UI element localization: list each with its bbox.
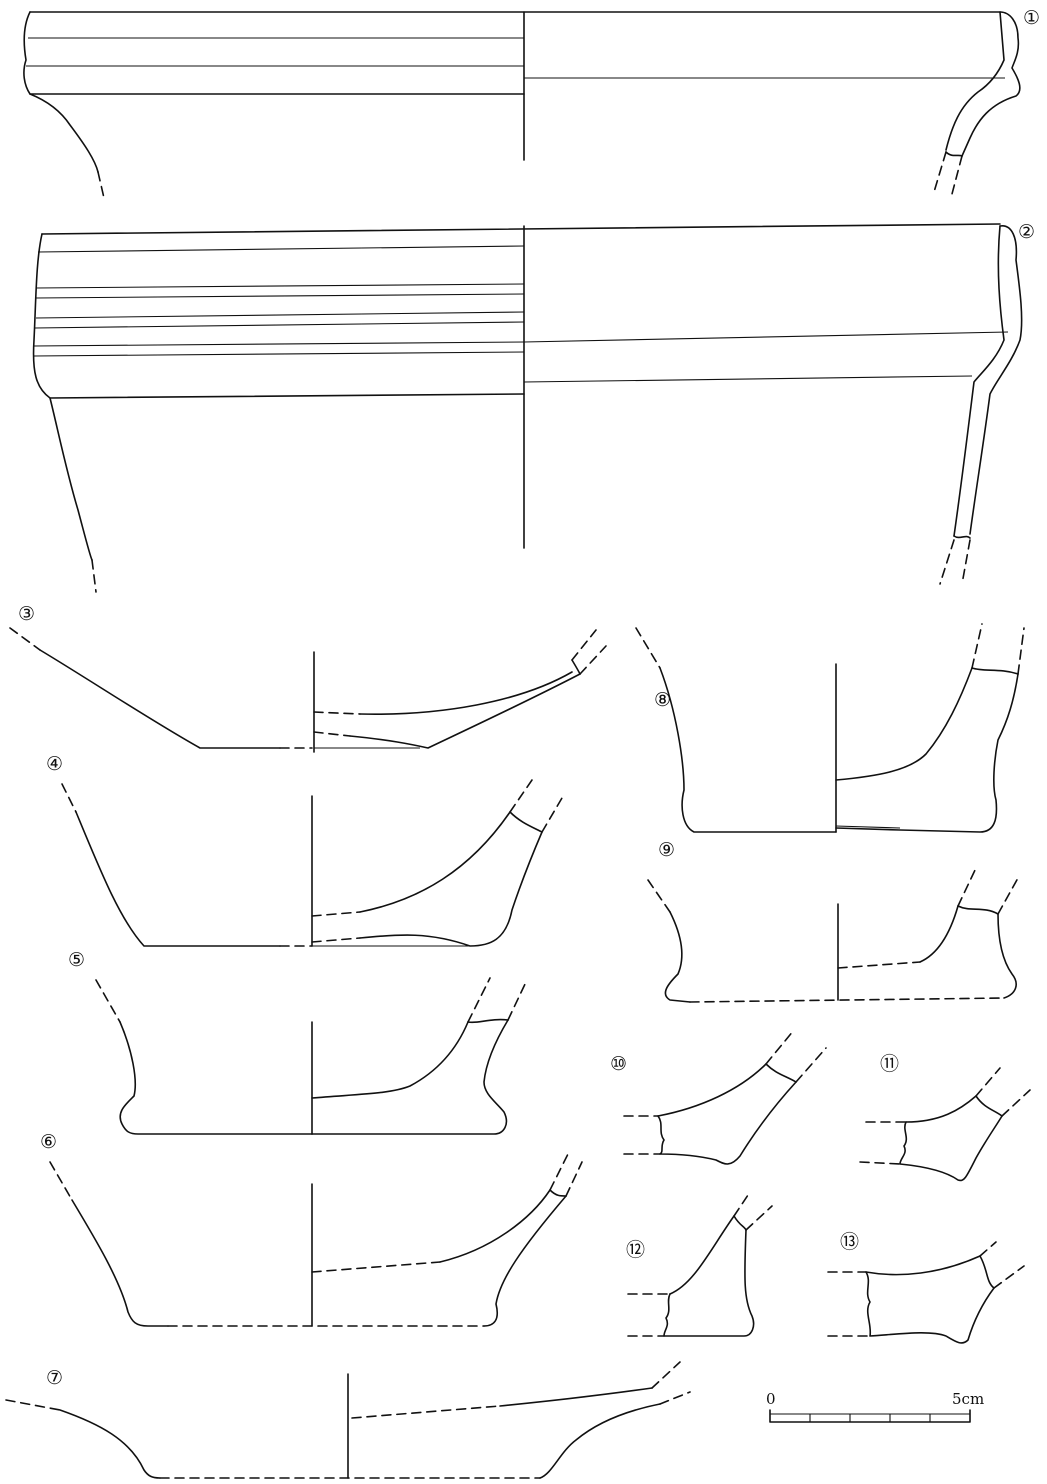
vessel-3-drawing [9, 627, 607, 753]
vessel-6-drawing [49, 1153, 583, 1327]
vessel-9-drawing [647, 867, 1019, 1003]
label-11: ⑪ [880, 1053, 899, 1075]
label-6: ⑥ [40, 1131, 57, 1153]
vessel-5-drawing [95, 977, 527, 1135]
label-12: ⑫ [626, 1239, 645, 1261]
label-10: ⑩ [610, 1053, 627, 1075]
vessel-7-drawing [5, 1361, 691, 1479]
vessel-2-drawing [32, 223, 1023, 593]
scale-end-label: 5cm [952, 1390, 984, 1408]
figure-labels: ① ② ③ ④ ⑤ ⑥ ⑦ ⑧ ⑨ ⑩ ⑪ ⑫ ⑬ [18, 7, 1040, 1389]
label-13: ⑬ [840, 1231, 859, 1253]
label-9: ⑨ [658, 839, 675, 861]
vessel-13-drawing [827, 1241, 1025, 1344]
label-4: ④ [46, 753, 63, 775]
label-5: ⑤ [68, 949, 85, 971]
label-1: ① [1023, 7, 1040, 29]
vessel-1-drawing [23, 11, 1021, 199]
scale-start-label: 0 [766, 1390, 776, 1408]
label-2: ② [1018, 221, 1035, 243]
vessel-12-drawing [627, 1191, 773, 1337]
label-3: ③ [18, 603, 35, 625]
vessel-10-drawing [623, 1029, 827, 1165]
label-7: ⑦ [46, 1367, 63, 1389]
vessel-8-drawing [635, 623, 1025, 833]
vessel-11-drawing [859, 1067, 1031, 1182]
label-8: ⑧ [654, 689, 671, 711]
vessel-4-drawing [61, 779, 563, 947]
scale-bar: 0 5cm [766, 1390, 984, 1423]
